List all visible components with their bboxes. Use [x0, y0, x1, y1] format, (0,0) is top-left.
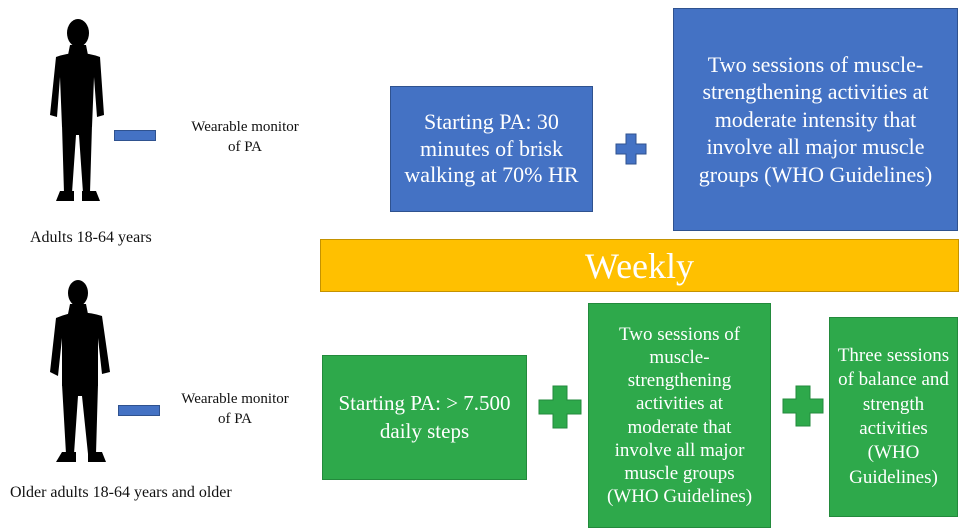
wearable-label-top-line2: of PA	[227, 138, 263, 155]
wearable-connector-bottom	[118, 405, 160, 416]
plus-icon	[615, 133, 647, 165]
muscle-sessions-text-top: Two sessions of muscle-strengthening act…	[698, 51, 933, 187]
balance-sessions-text: Three sessions of balance and strength a…	[837, 345, 950, 488]
adult-caption: Adults 18-64 years	[30, 229, 152, 246]
muscle-sessions-text-bottom: Two sessions of muscle-strengthening act…	[606, 323, 753, 508]
starting-pa-text-top: Starting PA: 30 minutes of brisk walking…	[404, 109, 579, 188]
weekly-banner: Weekly	[320, 239, 959, 292]
starting-pa-box-bottom: Starting PA: > 7.500 daily steps	[322, 355, 527, 480]
weekly-label: Weekly	[584, 245, 695, 286]
plus-icon	[782, 385, 824, 427]
wearable-connector-top	[114, 130, 156, 141]
wearable-label-bottom: Wearable monitor of PA	[160, 390, 310, 429]
muscle-sessions-box-bottom: Two sessions of muscle-strengthening act…	[588, 303, 771, 528]
adult-silhouette-icon	[50, 19, 104, 201]
wearable-label-top: Wearable monitor of PA	[170, 118, 320, 157]
starting-pa-box-top: Starting PA: 30 minutes of brisk walking…	[390, 86, 593, 212]
muscle-sessions-box-top: Two sessions of muscle-strengthening act…	[673, 8, 958, 231]
starting-pa-text-bottom: Starting PA: > 7.500 daily steps	[338, 391, 511, 443]
older-adult-silhouette-icon	[50, 280, 110, 462]
balance-sessions-box: Three sessions of balance and strength a…	[829, 317, 958, 517]
older-adult-caption: Older adults 18-64 years and older	[10, 484, 232, 501]
wearable-label-bottom-line1: Wearable monitor	[181, 391, 289, 407]
wearable-label-bottom-line2: of PA	[217, 410, 253, 427]
plus-icon	[538, 385, 582, 429]
wearable-label-top-line1: Wearable monitor	[191, 119, 299, 135]
